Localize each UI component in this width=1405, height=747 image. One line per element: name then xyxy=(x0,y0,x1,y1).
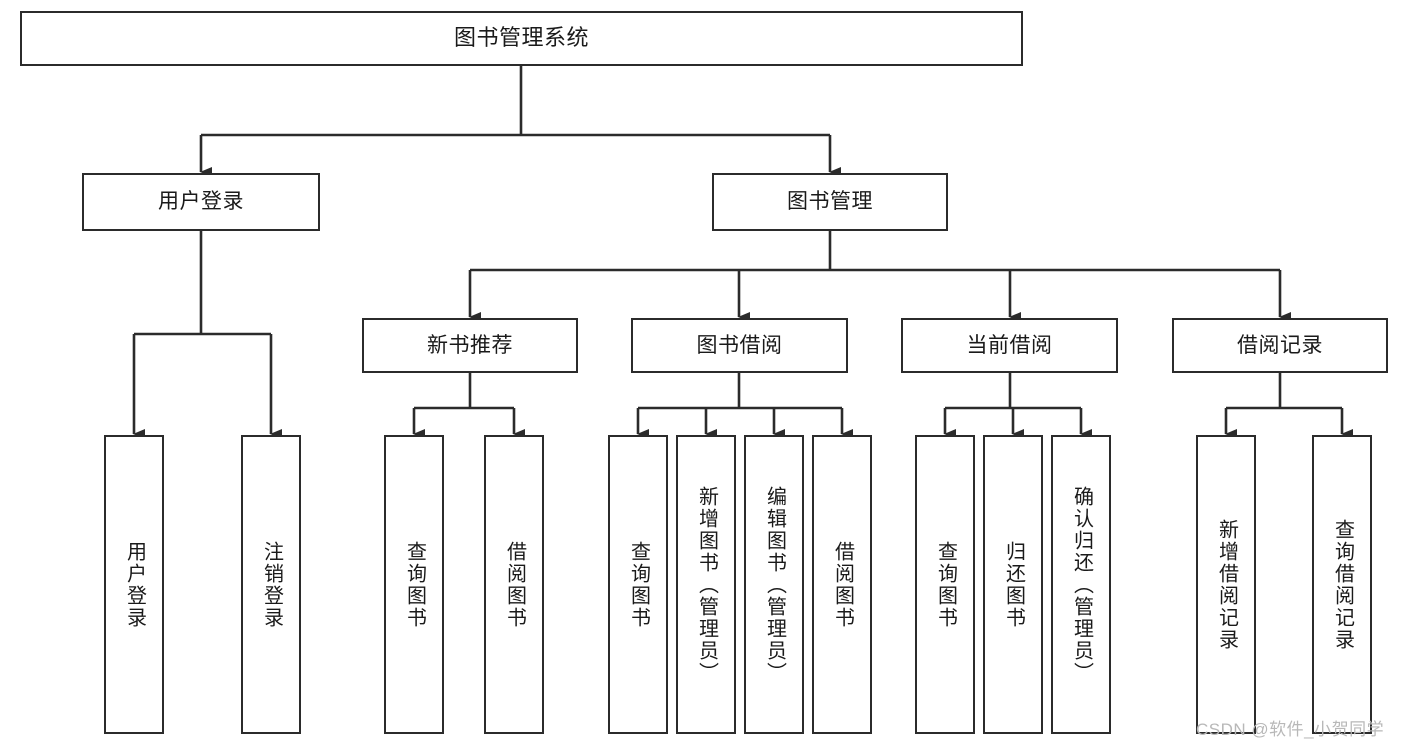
node-leaf-add-record[interactable]: 新增借阅记录 xyxy=(1196,435,1256,734)
node-borrow-record-label: 借阅记录 xyxy=(1237,333,1323,357)
node-leaf-return-book[interactable]: 归还图书 xyxy=(983,435,1043,734)
node-leaf-edit-book-label: 编辑图书（管理员） xyxy=(763,485,786,684)
node-root-label: 图书管理系统 xyxy=(453,25,589,51)
watermark-csdn: CSDN @软件_小贺同学 xyxy=(1196,720,1385,739)
node-leaf-logout[interactable]: 注销登录 xyxy=(241,435,301,734)
node-book-manage[interactable]: 图书管理 xyxy=(712,173,948,231)
node-user-login-label: 用户登录 xyxy=(158,190,244,214)
node-leaf-borrow-book-2[interactable]: 借阅图书 xyxy=(812,435,872,734)
node-leaf-query-record[interactable]: 查询借阅记录 xyxy=(1312,435,1372,734)
node-leaf-borrow-book-1-label: 借阅图书 xyxy=(503,540,526,629)
node-book-borrow[interactable]: 图书借阅 xyxy=(631,318,848,373)
node-leaf-query-book-1-label: 查询图书 xyxy=(403,540,426,629)
node-leaf-query-record-label: 查询借阅记录 xyxy=(1331,518,1354,651)
node-leaf-borrow-book-2-label: 借阅图书 xyxy=(831,540,854,629)
node-leaf-add-record-label: 新增借阅记录 xyxy=(1215,518,1238,651)
node-leaf-query-book-1[interactable]: 查询图书 xyxy=(384,435,444,734)
node-current-borrow[interactable]: 当前借阅 xyxy=(901,318,1118,373)
node-current-borrow-label: 当前借阅 xyxy=(966,333,1053,357)
node-root[interactable]: 图书管理系统 xyxy=(20,11,1023,66)
node-book-borrow-label: 图书借阅 xyxy=(696,333,783,357)
node-leaf-query-book-3[interactable]: 查询图书 xyxy=(915,435,975,734)
node-leaf-return-book-label: 归还图书 xyxy=(1002,540,1025,629)
node-borrow-record[interactable]: 借阅记录 xyxy=(1172,318,1388,373)
node-user-login[interactable]: 用户登录 xyxy=(82,173,320,231)
node-leaf-query-book-2-label: 查询图书 xyxy=(627,540,650,629)
node-leaf-logout-label: 注销登录 xyxy=(260,540,283,629)
node-leaf-add-book[interactable]: 新增图书（管理员） xyxy=(676,435,736,734)
node-leaf-borrow-book-1[interactable]: 借阅图书 xyxy=(484,435,544,734)
node-new-book-rec[interactable]: 新书推荐 xyxy=(362,318,578,373)
node-leaf-query-book-3-label: 查询图书 xyxy=(934,540,957,629)
node-leaf-user-login[interactable]: 用户登录 xyxy=(104,435,164,734)
node-leaf-add-book-label: 新增图书（管理员） xyxy=(695,485,718,684)
node-new-book-rec-label: 新书推荐 xyxy=(427,333,513,357)
node-leaf-user-login-label: 用户登录 xyxy=(123,540,146,629)
node-book-manage-label: 图书管理 xyxy=(787,190,873,214)
node-leaf-query-book-2[interactable]: 查询图书 xyxy=(608,435,668,734)
node-leaf-edit-book[interactable]: 编辑图书（管理员） xyxy=(744,435,804,734)
node-leaf-confirm-return-label: 确认归还（管理员） xyxy=(1070,485,1093,684)
node-leaf-confirm-return[interactable]: 确认归还（管理员） xyxy=(1051,435,1111,734)
